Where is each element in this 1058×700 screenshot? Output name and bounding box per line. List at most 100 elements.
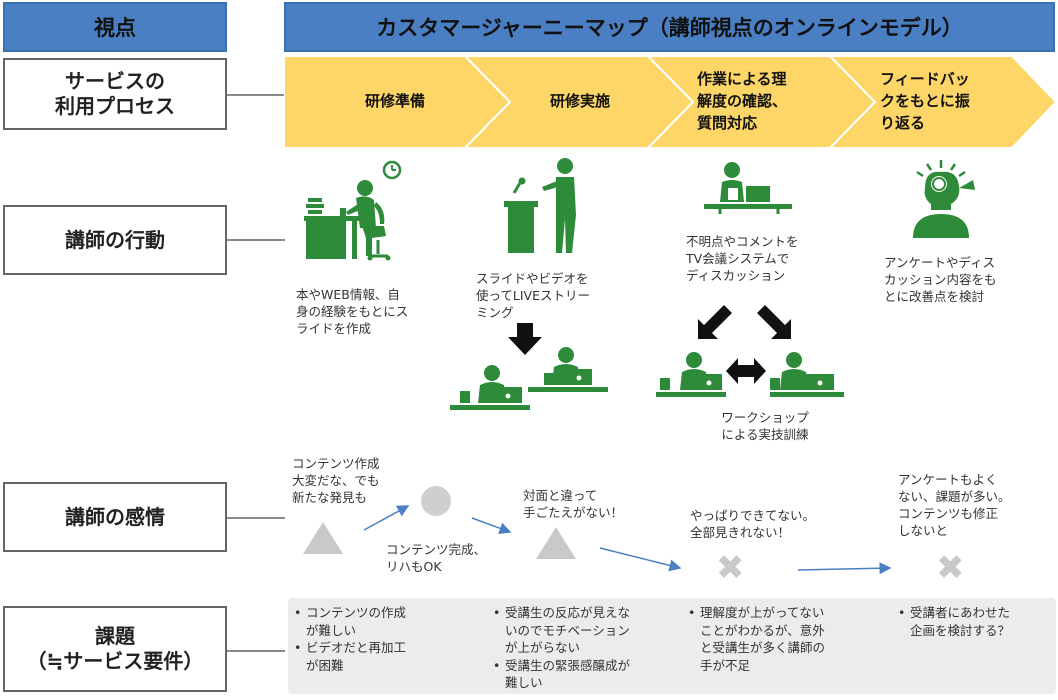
- emotion-1-line2: 大変だな、でも: [292, 472, 380, 488]
- process-step-3-line2: 解度の確認、: [697, 92, 788, 111]
- process-step-2-line1: 研修実施: [549, 92, 610, 111]
- emotion-2-circle-icon: [421, 486, 451, 516]
- emotion-1-text: コンテンツ作成 大変だな、でも 新たな発見も: [292, 456, 412, 507]
- emotion-4-cross-icon: ✖: [716, 548, 745, 588]
- emotion-line-3: [599, 547, 682, 572]
- issue-column-4: • 受講者にあわせた 企画を検討する？: [898, 604, 1048, 639]
- action-feedback-line1: アンケートやディス: [884, 255, 996, 270]
- diagonal-arrow-left-icon: [698, 305, 732, 339]
- action-check-top-line2: TV会議システムで: [686, 250, 790, 266]
- map-title: カスタマージャーニーマップ（講師視点のオンラインモデル）: [376, 16, 963, 40]
- desk-work-icon: [304, 160, 402, 261]
- emotion-1-line1: コンテンツ作成: [292, 456, 380, 471]
- action-delivery-text: スライドやビデオを 使ってLIVEストリー ミング: [476, 271, 626, 322]
- action-feedback-line2: カッション内容をも: [884, 271, 997, 287]
- horizontal-double-arrow-icon: [726, 358, 766, 384]
- emotion-5-line3: コンテンツも修正: [898, 505, 999, 521]
- row-label-process-line1: サービスの: [65, 69, 165, 93]
- process-step-1-line1: 研修準備: [364, 92, 425, 111]
- emotion-5-line4: しないと: [898, 522, 949, 538]
- issue-2-2: • 受講生の緊張感醸成が 難しい: [493, 657, 631, 691]
- issue-column-3: • 理解度が上がってない ことがわかるが、意外 と受講生が多く講師の 手が不足: [688, 604, 858, 674]
- issue-column-1: • コンテンツの作成 が難しい • ビデオだと再加工 が困難: [294, 604, 444, 674]
- action-delivery-line1: スライドやビデオを: [476, 271, 589, 286]
- action-feedback-line3: とに改善点を検討: [884, 288, 985, 304]
- emotion-5-text: アンケートもよく ない、課題が多い。 コンテンツも修正 しないと: [898, 472, 1048, 540]
- process-step-4-shape: [828, 56, 1058, 148]
- process-step-2-shape: [463, 56, 695, 148]
- row-connector-process: [227, 94, 285, 96]
- process-step-3-line1: 作業による理: [697, 70, 787, 89]
- process-step-2: 研修実施: [505, 56, 655, 148]
- workshop-learner-left-icon: [656, 352, 726, 397]
- emotion-3-line1: 対面と違って: [523, 488, 598, 503]
- action-check-top-line1: 不明点やコメントを: [686, 234, 799, 249]
- process-step-3: 作業による理 解度の確認、 質問対応: [697, 56, 827, 148]
- process-step-3-line3: 質問対応: [697, 113, 758, 132]
- row-label-action: 講師の行動: [3, 205, 227, 275]
- emotion-5-line1: アンケートもよく: [898, 472, 998, 487]
- action-check-top-text: 不明点やコメントを TV会議システムで ディスカッション: [686, 234, 836, 285]
- viewpoint-label: 視点: [94, 16, 136, 40]
- action-feedback-text: アンケートやディス カッション内容をも とに改善点を検討: [884, 255, 1034, 306]
- action-delivery-line2: 使ってLIVEストリー: [476, 287, 590, 303]
- emotion-2-line2: リハもOK: [386, 558, 442, 574]
- issue-3-1-line2: ことがわかるが、意外: [700, 622, 825, 638]
- emotion-1-line3: 新たな発見も: [292, 489, 368, 505]
- emotion-1-triangle-icon: [303, 522, 343, 554]
- issue-2-2-line1: 受講生の緊張感醸成が: [505, 657, 631, 673]
- row-label-issues-line2: （≒サービス要件）: [26, 649, 204, 673]
- row-connector-emotion: [227, 517, 285, 519]
- presenter-laptop-icon: [704, 162, 792, 214]
- emotion-3-text: 対面と違って 手ごたえがない！: [523, 488, 663, 522]
- emotion-5-line2: ない、課題が多い。: [898, 488, 1011, 504]
- issue-4-1-line2: 企画を検討する？: [910, 622, 1011, 638]
- brain-thinking-icon: [913, 160, 975, 238]
- row-label-process: サービスの 利用プロセス: [3, 58, 227, 130]
- issue-4-1: • 受講者にあわせた 企画を検討する？: [898, 605, 1011, 638]
- emotion-4-line1: やっぱりできてない。: [690, 508, 816, 523]
- issue-1-2: • ビデオだと再加工 が困難: [294, 640, 407, 673]
- issue-column-2: • 受講生の反応が見えな いのでモチベーション が上がらない • 受講生の緊張感…: [493, 604, 663, 692]
- issue-2-1-line1: 受講生の反応が見えな: [505, 605, 631, 620]
- emotion-3-line2: 手ごたえがない！: [523, 504, 624, 520]
- issue-2-2-line2: 難しい: [505, 675, 543, 690]
- action-prep-line1: 本やWEB情報、自: [296, 287, 400, 302]
- row-label-emotion: 講師の感情: [3, 482, 227, 552]
- row-label-process-line2: 利用プロセス: [55, 94, 175, 118]
- issue-3-1-line1: 理解度が上がってない: [700, 605, 825, 620]
- issue-1-2-line1: ビデオだと再加工: [306, 640, 407, 655]
- issue-3-1: • 理解度が上がってない ことがわかるが、意外 と受講生が多く講師の 手が不足: [688, 605, 826, 673]
- action-check-top-line3: ディスカッション: [686, 267, 786, 283]
- process-chevrons: [284, 56, 1058, 148]
- diagonal-arrow-right-icon: [757, 305, 791, 339]
- arrow-down-icon: [508, 323, 542, 355]
- emotion-2-line1: コンテンツ完成、: [386, 542, 487, 557]
- emotion-5-cross-icon: ✖: [936, 548, 965, 588]
- action-delivery-line3: ミング: [476, 304, 514, 320]
- issue-4-1-line1: 受講者にあわせた: [910, 605, 1011, 620]
- emotion-2-text: コンテンツ完成、 リハもOK: [386, 542, 516, 576]
- workshop-learner-right-icon: [770, 352, 844, 397]
- issue-2-1-line3: が上がらない: [505, 640, 581, 655]
- issue-3-1-line3: と受講生が多く講師の: [700, 640, 826, 655]
- process-step-4-line2: クをもとに振: [880, 92, 970, 111]
- emotion-line-2: [471, 517, 512, 535]
- row-label-emotion-text: 講師の感情: [65, 504, 165, 529]
- issue-1-2-line2: が困難: [306, 657, 344, 673]
- emotion-3-triangle-icon: [536, 527, 576, 559]
- emotion-line-4: [797, 562, 892, 575]
- issue-2-1-line2: いのでモチベーション: [505, 622, 630, 638]
- row-label-issues-line1: 課題: [95, 624, 135, 648]
- map-title-header: カスタマージャーニーマップ（講師視点のオンラインモデル）: [284, 2, 1055, 52]
- remote-learners-icon: [450, 347, 608, 410]
- issue-1-1-line2: が難しい: [306, 622, 357, 638]
- action-check-bottom-line1: ワークショップ: [721, 410, 809, 425]
- process-step-1: 研修準備: [320, 56, 470, 148]
- issues-band: [288, 598, 1056, 694]
- process-step-4-line1: フィードバッ: [880, 70, 970, 89]
- action-check-bottom-text: ワークショップ による実技訓練: [705, 410, 825, 444]
- action-prep-text: 本やWEB情報、自 身の経験をもとにス ライドを作成: [296, 287, 446, 338]
- row-connector-issues: [227, 650, 285, 652]
- row-label-action-text: 講師の行動: [65, 227, 165, 252]
